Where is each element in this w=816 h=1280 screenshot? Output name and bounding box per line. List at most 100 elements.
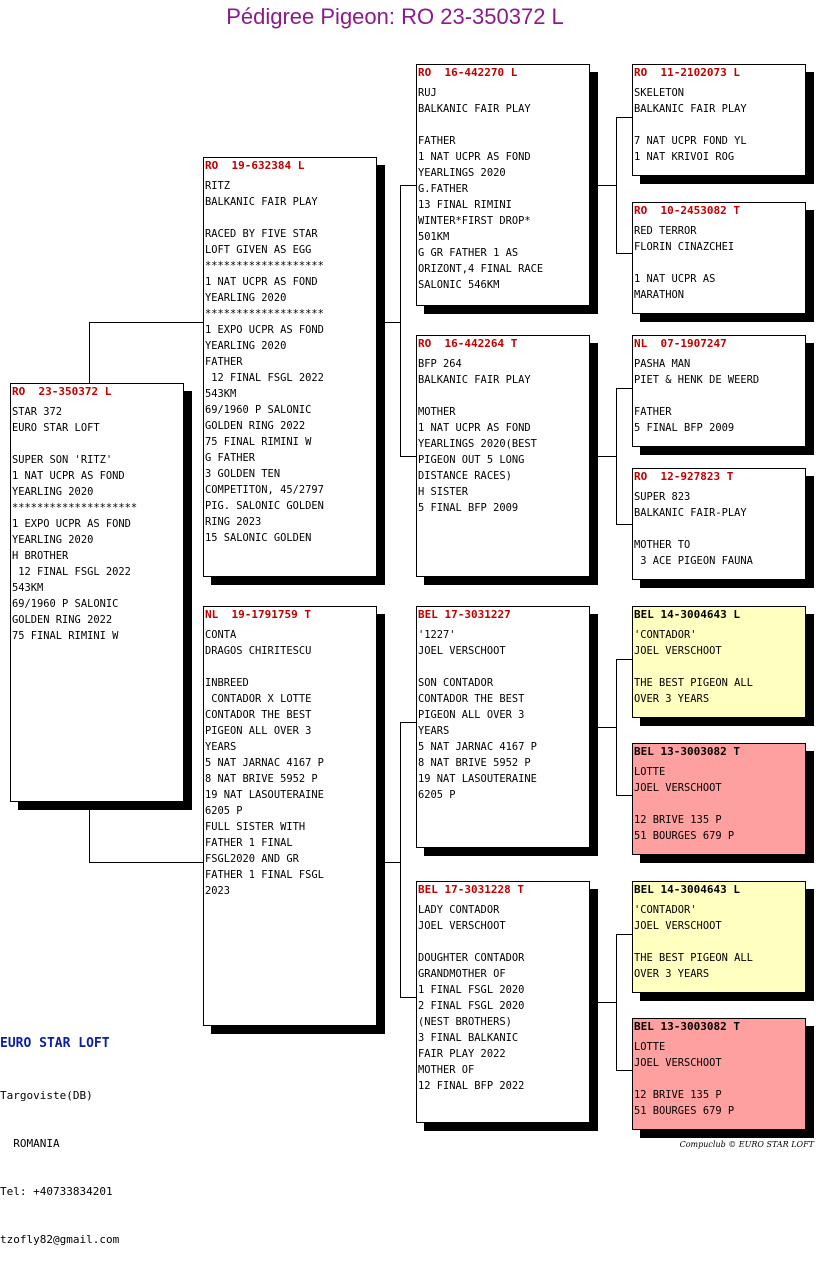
detail-line: PASHA MAN (634, 358, 691, 370)
detail-line: 13 FINAL RIMINI (418, 199, 512, 211)
connector-line (616, 659, 617, 795)
connector-line (598, 1002, 616, 1003)
connector-line (89, 862, 203, 863)
ring-number: RO 10-2453082 T (634, 204, 740, 217)
detail-line: 1 NAT KRIVOI ROG (634, 151, 735, 163)
detail-line: THE BEST PIGEON ALL (634, 952, 753, 964)
detail-line: 8 NAT BRIVE 5952 P (205, 773, 318, 785)
connector-line (598, 727, 616, 728)
detail-line: ******************** (12, 502, 138, 514)
detail-line: YEARS (205, 741, 237, 753)
detail-line: 12 FINAL BFP 2022 (418, 1080, 525, 1092)
owner-city: Targoviste(DB) (0, 1089, 93, 1102)
detail-line: 1 NAT UCPR AS (634, 273, 716, 285)
detail-line: SUPER 823 (634, 491, 691, 503)
detail-line: 75 FINAL RIMINI W (205, 436, 312, 448)
detail-line (634, 255, 804, 271)
ring-number: BEL 14-3004643 L (634, 883, 740, 896)
detail-line: 1 EXPO UCPR AS FOND (12, 518, 131, 530)
detail-line: 5 FINAL BFP 2009 (418, 502, 519, 514)
detail-line: FAIR PLAY 2022 (418, 1048, 506, 1060)
connector-line (616, 117, 617, 253)
detail-line: RACED BY FIVE STAR (205, 228, 318, 240)
detail-line: CONTADOR THE BEST (205, 709, 312, 721)
detail-line: 2 FINAL FSGL 2020 (418, 1000, 525, 1012)
detail-line: 543KM (12, 582, 44, 594)
detail-line: CONTADOR X LOTTE (205, 693, 312, 705)
detail-line: G GR FATHER 1 AS (418, 247, 519, 259)
detail-line: 69/1960 P SALONIC (12, 598, 119, 610)
ring-number: BEL 17-3031227 (418, 608, 511, 621)
detail-line (418, 659, 588, 675)
connector-line (616, 934, 617, 1070)
detail-line: G.FATHER (418, 183, 469, 195)
connector-line (400, 997, 416, 998)
detail-line: JOEL VERSCHOOT (418, 645, 506, 657)
detail-line: JOEL VERSCHOOT (634, 782, 722, 794)
detail-line: 543KM (205, 388, 237, 400)
ring-number: BEL 17-3031228 T (418, 883, 524, 896)
detail-line: SON CONTADOR (418, 677, 494, 689)
connector-line (616, 524, 632, 525)
detail-line (634, 388, 804, 404)
detail-line: SKELETON (634, 87, 685, 99)
detail-line: JOEL VERSCHOOT (418, 920, 506, 932)
detail-line: PIGEON ALL OVER 3 (418, 709, 525, 721)
detail-line: 19 NAT LASOUTERAINE (418, 773, 537, 785)
connector-line (384, 322, 400, 323)
detail-line: 1 FINAL FSGL 2020 (418, 984, 525, 996)
detail-line: (NEST BROTHERS) (418, 1016, 512, 1028)
connector-line (400, 722, 401, 997)
detail-line: '1227' (418, 629, 456, 641)
connector-line (400, 185, 401, 456)
footer-credit: Compuclub © EURO STAR LOFT (679, 1140, 814, 1149)
detail-line: MOTHER TO (634, 539, 691, 551)
detail-line: BALKANIC FAIR PLAY (418, 374, 531, 386)
ring-number: RO 16-442264 T (418, 337, 518, 350)
pigeon-card-ds-sire[interactable]: BEL 14-3004643 L'CONTADOR'JOEL VERSCHOOT… (632, 606, 806, 718)
detail-line: FATHER (418, 135, 456, 147)
detail-line: LOTTE (634, 1041, 666, 1053)
detail-line (12, 436, 182, 452)
detail-line: YEARLING 2020 (12, 534, 94, 546)
ring-number: BEL 13-3003082 T (634, 745, 740, 758)
connector-line (400, 456, 416, 457)
detail-line: THE BEST PIGEON ALL (634, 677, 753, 689)
pigeon-card-dam-sire[interactable]: BEL 17-3031227 '1227' JOEL VERSCHOOT SON CO… (416, 606, 590, 848)
detail-line: JOEL VERSCHOOT (634, 1057, 722, 1069)
detail-line: BALKANIC FAIR PLAY (418, 103, 531, 115)
detail-line: 2023 (205, 885, 231, 897)
page-title: Pédigree Pigeon: RO 23-350372 L (226, 4, 564, 29)
detail-line: 1 NAT UCPR AS FOND (205, 276, 318, 288)
connector-line (616, 388, 617, 524)
detail-line: LOFT GIVEN AS EGG (205, 244, 312, 256)
pigeon-card-dd-sire[interactable]: BEL 14-3004643 L'CONTADOR'JOEL VERSCHOOT… (632, 881, 806, 993)
connector-line (400, 185, 416, 186)
detail-line: SUPER SON 'RITZ' (12, 454, 113, 466)
detail-line: MOTHER OF (418, 1064, 475, 1076)
detail-line: 5 NAT JARNAC 4167 P (205, 757, 324, 769)
detail-line: 1 NAT UCPR AS FOND (418, 422, 531, 434)
detail-line (205, 659, 375, 675)
